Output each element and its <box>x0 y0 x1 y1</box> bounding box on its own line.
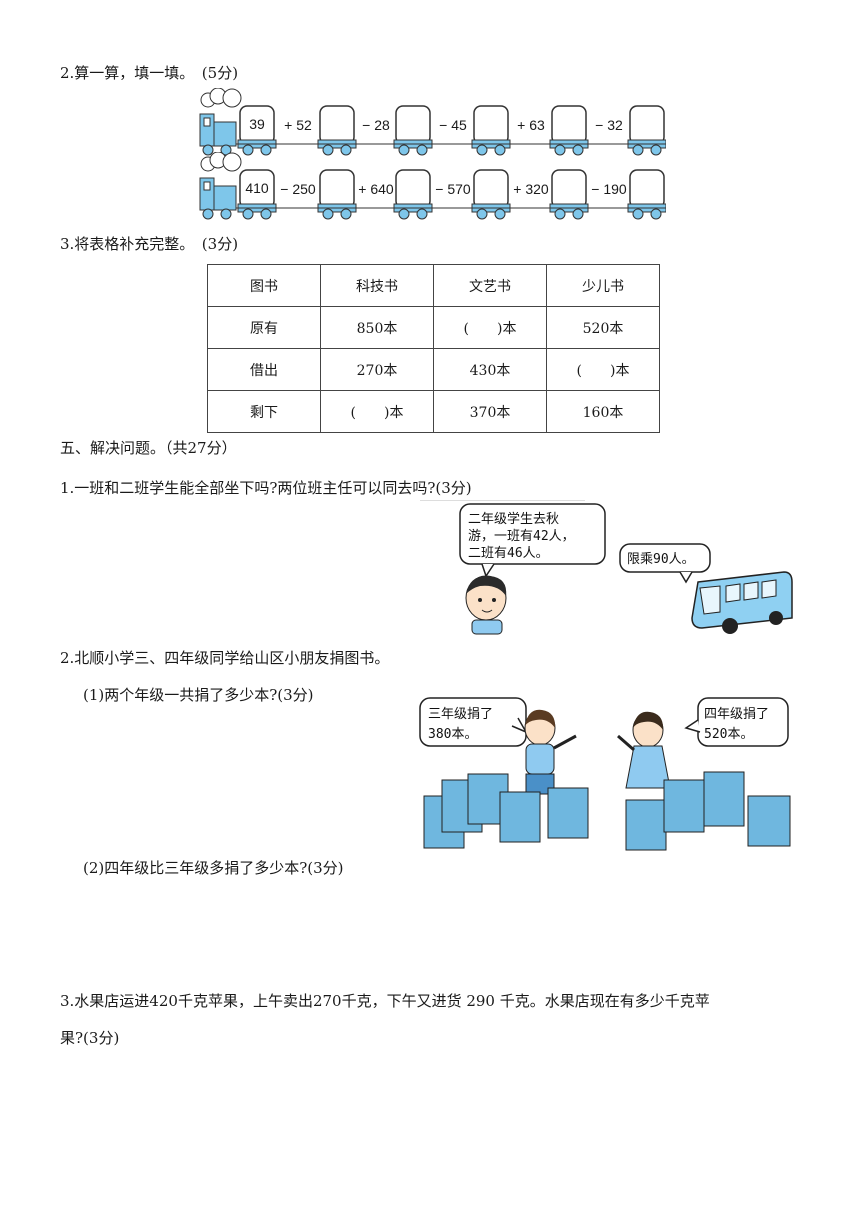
boy-bubble-line-2: 380本。 <box>428 727 477 742</box>
bus-label: 限乘90人。 <box>627 552 695 567</box>
problem-2-sub-2: (2)四年级比三年级多捐了多少本?(3分) <box>83 859 344 877</box>
table-cell: 520本 <box>546 306 660 349</box>
q3-title: 3.将表格补充完整。 (3分) <box>60 235 239 253</box>
train1-op-4: + 63 <box>517 117 545 133</box>
bubble-line-3: 二班有46人。 <box>468 546 549 561</box>
table-header-cell: 图书 <box>207 264 321 307</box>
table-header-cell: 文艺书 <box>433 264 547 307</box>
girl-bubble-line-2: 520本。 <box>704 727 753 742</box>
table-row: 借出 270本 430本 ( )本 <box>207 348 660 391</box>
problem-1-text: 1.一班和二班学生能全部坐下吗?两位班主任可以同去吗?(3分) <box>60 479 472 497</box>
boy-icon <box>465 575 507 635</box>
boy-bubble-line-1: 三年级捐了 <box>428 707 493 722</box>
table-cell: 270本 <box>320 348 434 391</box>
problem-3-line-1: 3.水果店运进420千克苹果，上午卖出270千克，下午又进货 290 千克。水果… <box>60 992 710 1010</box>
boy-speech-bubble: 三年级捐了 380本。 <box>419 697 528 747</box>
train1-op-5: − 32 <box>595 117 623 133</box>
girl-speech-bubble: 四年级捐了 520本。 <box>684 697 789 747</box>
locomotive-icon <box>199 88 242 156</box>
train2-op-1: − 250 <box>280 181 316 197</box>
train-2: 410 − 250 + 640 − 570 + 320 − 190 <box>199 152 666 220</box>
train-car-blank[interactable] <box>317 169 357 220</box>
table-cell: 借出 <box>207 348 321 391</box>
table-cell: 430本 <box>433 348 547 391</box>
problem-1-illustration: 二年级学生去秋 游，一班有42人， 二班有46人。 限乘90人。 <box>420 500 793 635</box>
problem-2-sub-1: (1)两个年级一共捐了多少本?(3分) <box>83 686 314 704</box>
problem-2-illustration: 三年级捐了 380本。 四年级捐了 520本。 <box>419 697 791 851</box>
table-cell: 850本 <box>320 306 434 349</box>
train-car-blank[interactable] <box>471 105 511 156</box>
bubble-line-1: 二年级学生去秋 <box>468 511 559 527</box>
section-5-title: 五、解决问题。（共27分） <box>60 439 237 457</box>
table-header-cell: 少儿书 <box>546 264 660 307</box>
girl-icon <box>617 711 671 789</box>
table-cell: 370本 <box>433 390 547 433</box>
table-cell-blank[interactable]: ( )本 <box>320 390 434 433</box>
train2-op-5: − 190 <box>591 181 627 197</box>
train2-op-4: + 320 <box>513 181 549 197</box>
train-car: 410 <box>237 169 277 220</box>
train1-op-3: − 45 <box>439 117 467 133</box>
train-car-blank[interactable] <box>471 169 511 220</box>
train-car-blank[interactable] <box>393 105 433 156</box>
train-car-blank[interactable] <box>627 169 666 220</box>
train-car: 39 <box>237 105 277 156</box>
train-car-blank[interactable] <box>549 105 589 156</box>
bus-speech-bubble: 限乘90人。 <box>619 543 711 584</box>
table-cell: 原有 <box>207 306 321 349</box>
train-car-blank[interactable] <box>627 105 666 156</box>
table-row: 原有 850本 ( )本 520本 <box>207 306 660 349</box>
table-cell: 160本 <box>546 390 660 433</box>
train-car-blank[interactable] <box>549 169 589 220</box>
books-table: 图书 科技书 文艺书 少儿书 原有 850本 ( )本 520本 借出 270本… <box>207 264 660 433</box>
train1-op-1: + 52 <box>284 117 312 133</box>
train1-start: 39 <box>249 116 265 132</box>
bus-icon <box>691 571 793 634</box>
train2-op-3: − 570 <box>435 181 471 197</box>
bubble-line-2: 游，一班有42人， <box>468 529 575 544</box>
train2-op-2: + 640 <box>358 181 394 197</box>
table-header-cell: 科技书 <box>320 264 434 307</box>
table-row: 剩下 ( )本 370本 160本 <box>207 390 660 433</box>
table-header-row: 图书 科技书 文艺书 少儿书 <box>207 264 660 307</box>
speech-bubble: 二年级学生去秋 游，一班有42人， 二班有46人。 <box>459 503 606 578</box>
table-cell-blank[interactable]: ( )本 <box>433 306 547 349</box>
q2-title: 2.算一算，填一填。 (5分) <box>60 64 239 82</box>
problem-3-line-2: 果?(3分) <box>60 1029 120 1047</box>
table-cell-blank[interactable]: ( )本 <box>546 348 660 391</box>
boy-icon <box>524 709 577 795</box>
train2-start: 410 <box>245 180 269 196</box>
book-stacks-icon <box>423 771 791 851</box>
train1-op-2: − 28 <box>362 117 390 133</box>
train-1: 39 + 52 − 28 − 45 + 63 − 32 <box>199 88 666 156</box>
locomotive-icon <box>199 152 242 220</box>
table-cell: 剩下 <box>207 390 321 433</box>
train-car-blank[interactable] <box>393 169 433 220</box>
problem-2-text: 2.北顺小学三、四年级同学给山区小朋友捐图书。 <box>60 649 390 667</box>
train-car-blank[interactable] <box>317 105 357 156</box>
girl-bubble-line-1: 四年级捐了 <box>704 707 769 722</box>
